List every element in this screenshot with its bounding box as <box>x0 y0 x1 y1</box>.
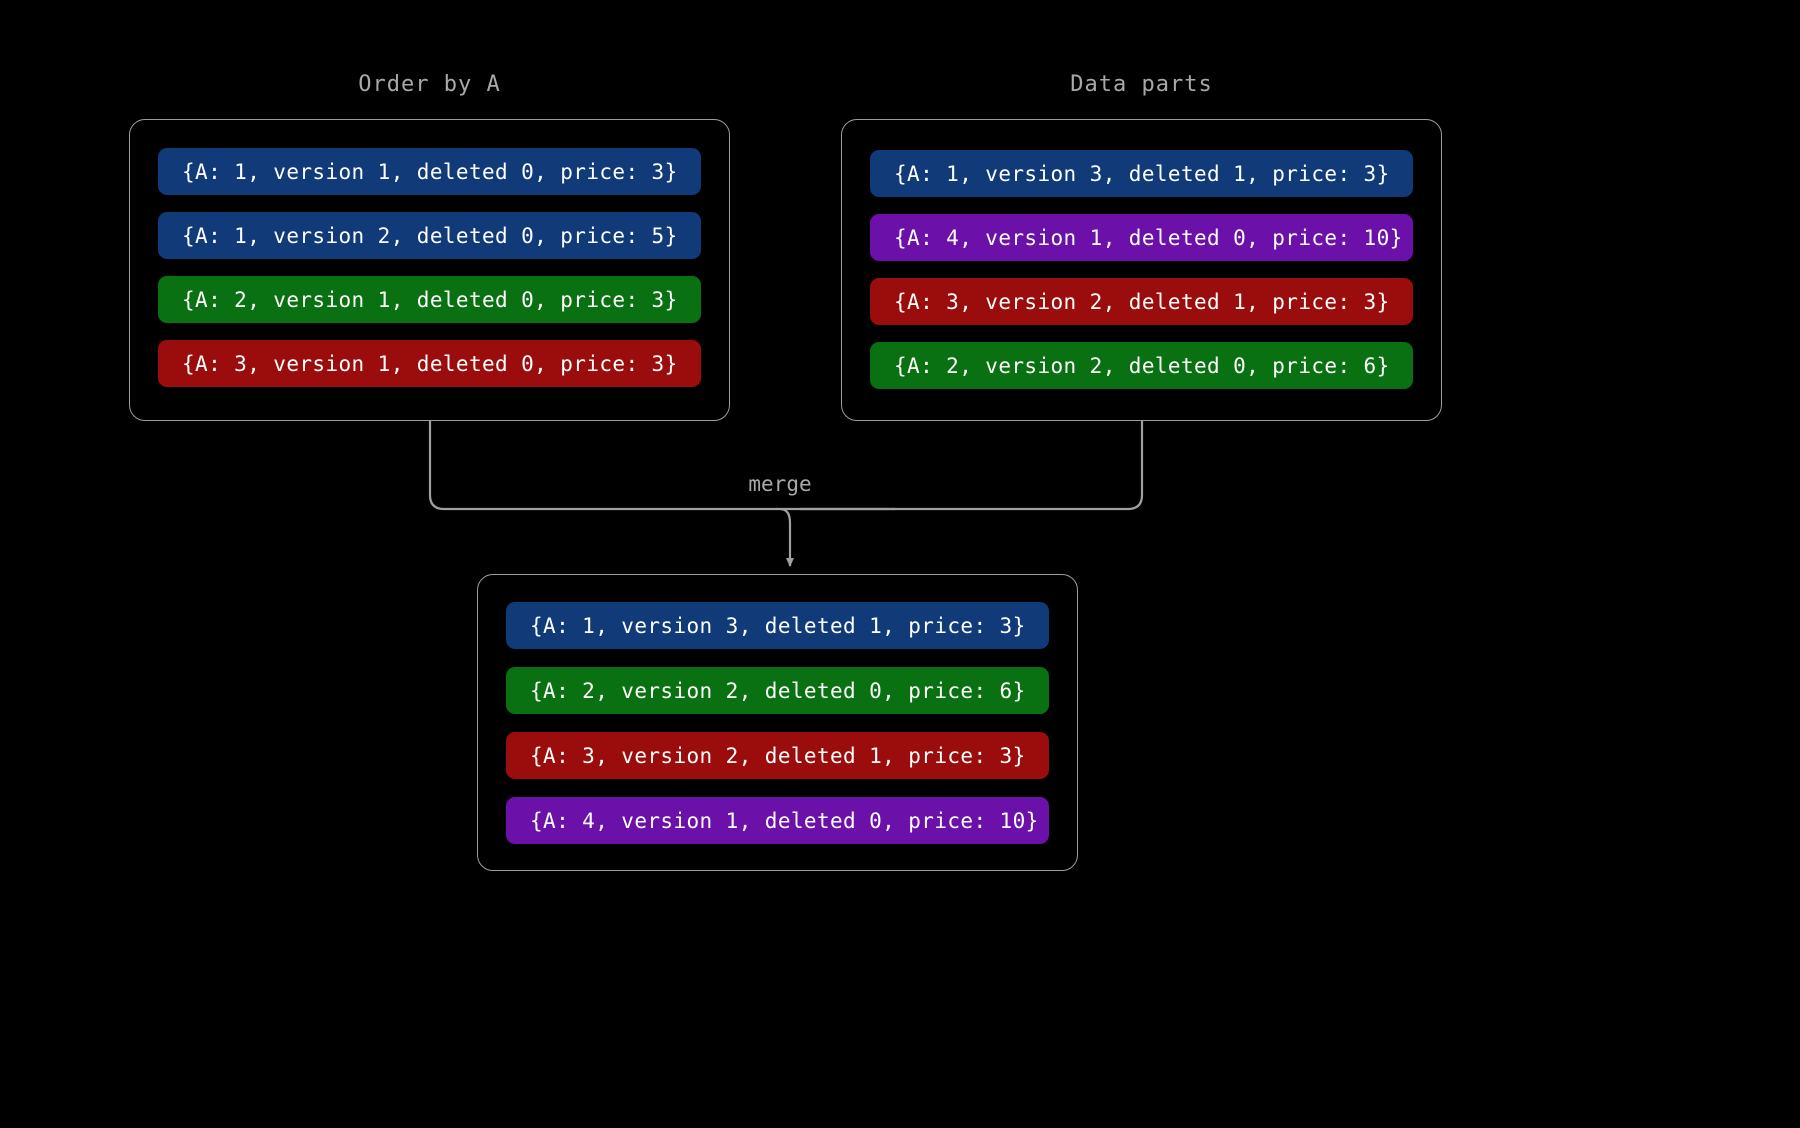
record-pill: {A: 3, version 1, deleted 0, price: 3} <box>158 340 701 387</box>
merged-result-container: {A: 1, version 3, deleted 1, price: 3} {A… <box>477 574 1078 871</box>
record-pill: {A: 4, version 1, deleted 0, price: 10} <box>870 214 1413 261</box>
record-pill: {A: 1, version 3, deleted 1, price: 3} <box>870 150 1413 197</box>
record-pill: {A: 4, version 1, deleted 0, price: 10} <box>506 797 1049 844</box>
record-pill: {A: 2, version 1, deleted 0, price: 3} <box>158 276 701 323</box>
record-pill: {A: 2, version 2, deleted 0, price: 6} <box>870 342 1413 389</box>
panel-title-data-parts: Data parts <box>1070 72 1213 97</box>
record-pill: {A: 1, version 2, deleted 0, price: 5} <box>158 212 701 259</box>
data-parts-container: {A: 1, version 3, deleted 1, price: 3} {A… <box>841 119 1442 421</box>
record-pill: {A: 3, version 2, deleted 1, price: 3} <box>506 732 1049 779</box>
record-pill: {A: 1, version 3, deleted 1, price: 3} <box>506 602 1049 649</box>
record-pill: {A: 3, version 2, deleted 1, price: 3} <box>870 278 1413 325</box>
record-pill: {A: 2, version 2, deleted 0, price: 6} <box>506 667 1049 714</box>
record-pill: {A: 1, version 1, deleted 0, price: 3} <box>158 148 701 195</box>
order-by-a-container: {A: 1, version 1, deleted 0, price: 3} {A… <box>129 119 730 421</box>
panel-title-order-by-a: Order by A <box>358 72 501 97</box>
order-by-a-row-list: {A: 1, version 1, deleted 0, price: 3} {A… <box>130 120 729 404</box>
data-parts-row-list: {A: 1, version 3, deleted 1, price: 3} {A… <box>842 120 1441 406</box>
merged-row-list: {A: 1, version 3, deleted 1, price: 3} {A… <box>478 575 1077 862</box>
connector-arrow-down <box>779 507 794 567</box>
merge-label: merge <box>748 472 812 496</box>
